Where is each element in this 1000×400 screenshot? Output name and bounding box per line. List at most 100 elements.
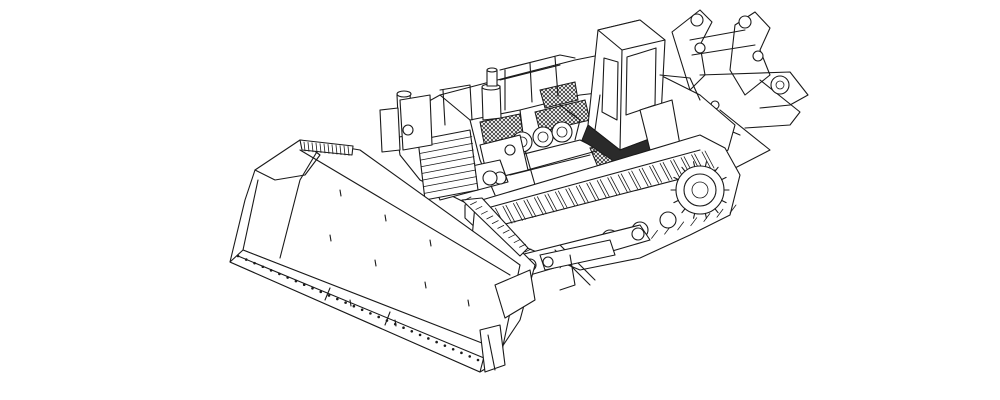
track-shoe [516,202,525,219]
track-shoe [555,192,564,209]
track-shoe [678,222,684,230]
blade-slot [330,235,331,241]
top-serration [308,142,309,151]
track-shoe [629,172,638,189]
edge-bolt [410,330,414,333]
sprocket-tooth [722,177,727,179]
blade-slot [430,240,431,246]
edge-bolt [393,322,397,326]
blade-serration [525,249,531,252]
edge-bolt [302,283,306,286]
grille-bar [420,143,472,153]
top-serration [312,143,313,152]
track-shoe [506,205,515,222]
blade-slot [425,282,426,288]
track-shoe [608,178,617,195]
edge-bolt [385,319,389,322]
sprocket-tooth [715,167,718,171]
track-shoe [717,209,723,217]
sprocket-tooth [674,200,679,202]
blade-serration [503,230,509,233]
track-shoe [524,201,533,218]
track-shoe [513,203,522,220]
blade-serration [492,221,498,224]
blade-serration [487,216,493,219]
top-serration [340,146,341,155]
grille-bar [424,177,477,187]
sprocket-tooth [715,209,718,213]
blade-slot [350,300,351,306]
grille-bar [422,157,474,167]
edge-bolt [427,337,430,340]
top-serration [344,146,345,155]
edge-bolt [261,265,265,269]
edge-bolt [352,304,356,308]
sprocket-tooth [674,177,679,179]
edge-bolt [468,355,472,358]
track-shoe [579,185,588,202]
track-shoe [545,195,554,212]
track-shoe [587,183,596,200]
track-shoe [650,166,659,183]
edge-bolt [253,261,256,265]
blade-serration [476,206,482,209]
sprocket-tooth [682,167,685,171]
edge-bolt [311,286,314,290]
grille-bar [422,163,475,173]
edge-bolt [360,308,364,312]
track-shoe [660,163,669,180]
edge-bolt [327,294,331,297]
blade-serration [514,240,520,243]
blade-slot [385,215,386,221]
track-shoe [537,197,546,214]
sprocket-tooth [694,162,695,167]
edge-bolt [278,272,281,276]
edge-bolt [435,340,438,344]
blade-serration [481,211,487,214]
top-serration [304,142,305,151]
top-serration [336,145,337,154]
edge-bolt [451,347,455,351]
track-shoe [671,161,680,178]
blade-serration [465,197,471,200]
top-serration [324,144,325,153]
edge-bolt [476,358,480,362]
edge-bolt [377,315,380,319]
top-serration [316,143,317,152]
track-shoe [652,230,658,238]
sprocket-tooth [705,213,706,218]
track-shoe [611,177,620,194]
track-shoe [618,175,627,192]
track-shoe [674,160,683,177]
top-serration [332,145,333,154]
edge-bolt [402,326,405,330]
track-shoe [558,191,567,208]
blade-slot [375,260,376,266]
edge-bolt [344,301,347,304]
top-serration [320,144,321,153]
track-shoe [566,189,575,206]
blade-serration [470,202,476,205]
edge-bolt [336,297,339,301]
grille-bar [421,150,473,160]
track-shoe [503,206,512,223]
dozer-blade [230,140,535,372]
edge-bolt [236,254,240,258]
track-shoe [702,152,711,169]
track-shoe [590,182,599,199]
blade-serration [520,244,526,247]
edge-bolt [244,258,248,261]
track-shoe [621,174,630,191]
track-shoe [527,200,536,217]
track-shoe [576,186,585,203]
track-shoe [653,165,662,182]
grille-bar [423,170,476,180]
track-shoe [569,188,578,205]
sprocket-tooth [705,162,706,167]
blade-serration [498,225,504,228]
tilt-cylinder [540,240,615,290]
edge-bolt [369,312,372,315]
track-shoe [534,198,543,215]
track-shoe [632,171,641,188]
track-assembly [465,135,740,270]
